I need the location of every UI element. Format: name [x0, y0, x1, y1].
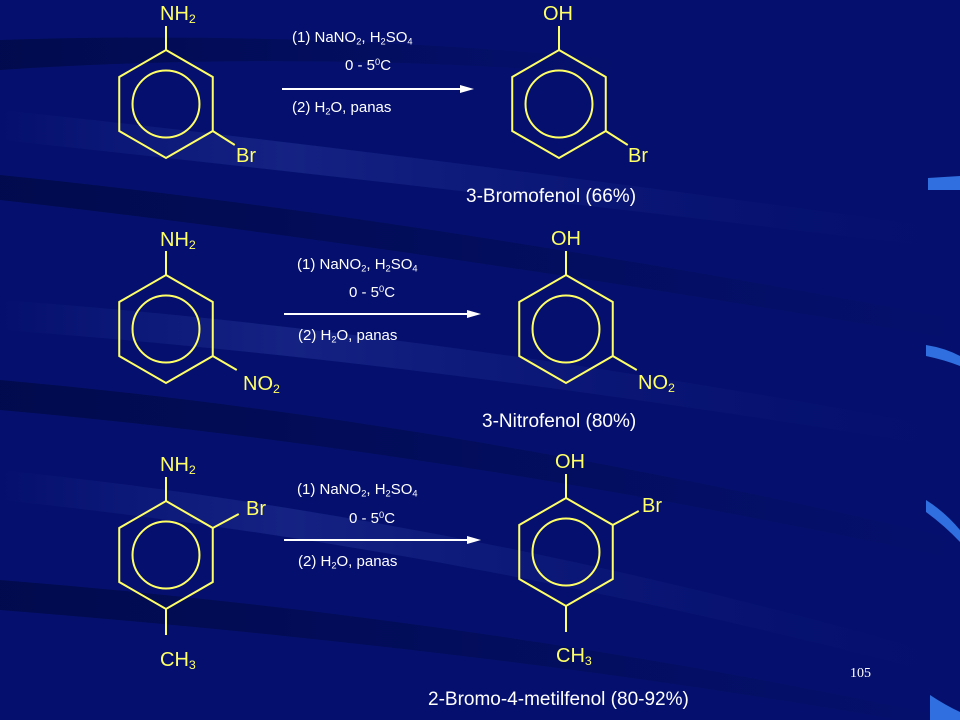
reaction-3-condition-1: (1) NaNO2, H2SO4 — [297, 481, 418, 499]
product-2-hydroxyl-label: OH — [551, 228, 581, 250]
reactant-1-ring-bond-bromo — [212, 130, 236, 146]
product-2-ring-aromatic-circle — [531, 294, 601, 364]
product-1-ring-bond-bromo — [605, 130, 629, 146]
product-3-methyl-label: CH3 — [556, 645, 592, 669]
product-3-name: 2-Bromo-4-metilfenol (80-92%) — [428, 689, 689, 710]
reactant-3-bromo-label: Br — [246, 498, 266, 520]
product-1-bromo-label: Br — [628, 145, 648, 167]
product-3-ring-aromatic-circle — [531, 517, 601, 587]
product-2-ring-bond-nitro — [612, 355, 638, 371]
product-2-ring-hexagon — [518, 273, 614, 385]
reaction-2-condition-1: (1) NaNO2, H2SO4 — [297, 256, 418, 274]
reactant-1-amine-label: NH2 — [160, 3, 196, 27]
product-2-nitro-label: NO2 — [638, 372, 675, 396]
product-3-ring-bond-bromo — [612, 510, 640, 526]
product-3-bromo-label: Br — [642, 495, 662, 517]
product-2-name: 3-Nitrofenol (80%) — [482, 411, 637, 432]
reactant-3-methyl-label: CH3 — [160, 649, 196, 673]
product-1-ring-hexagon — [511, 48, 607, 160]
reactant-2-amine-label: NH2 — [160, 229, 196, 253]
reaction-1-condition-1: (1) NaNO2, H2SO4 — [292, 29, 413, 47]
reaction-1-condition-2: (2) H2O, panas — [292, 99, 392, 117]
reactant-2-ring-aromatic-circle — [131, 294, 201, 364]
product-1-ring-aromatic-circle — [524, 69, 594, 139]
accent-swoosh-4 — [930, 695, 960, 720]
reactant-3-ring-aromatic-circle — [131, 520, 201, 590]
product-3-hydroxyl-label: OH — [555, 451, 585, 473]
product-1-name: 3-Bromofenol (66%) — [466, 186, 637, 207]
reaction-2-temperature: 0 - 50C — [349, 284, 396, 302]
reactant-1-ring-aromatic-circle — [131, 69, 201, 139]
reaction-1-arrow-head — [460, 85, 474, 93]
reaction-2-condition-2: (2) H2O, panas — [298, 327, 398, 345]
reactant-2-ring-bond-nitro — [212, 355, 238, 371]
reactant-3-amine-label: NH2 — [160, 454, 196, 478]
reaction-2-arrow-head — [467, 310, 481, 318]
reactant-2-nitro-label: NO2 — [243, 373, 280, 397]
reactant-3-ring-bond-bromo — [212, 513, 240, 529]
reaction-3-temperature: 0 - 50C — [349, 510, 396, 528]
accent-swoosh-2 — [926, 345, 960, 366]
accent-swoosh-3 — [926, 500, 960, 542]
accent-swoosh-1 — [928, 176, 960, 190]
reaction-3-condition-2: (2) H2O, panas — [298, 553, 398, 571]
reactant-2-ring-hexagon — [118, 273, 214, 385]
reaction-3-arrow-head — [467, 536, 481, 544]
reactant-1-bromo-label: Br — [236, 145, 256, 167]
reactant-1-ring-hexagon — [118, 48, 214, 160]
product-1-hydroxyl-label: OH — [543, 3, 573, 25]
reaction-1-temperature: 0 - 50C — [345, 57, 392, 75]
page-number: 105 — [850, 666, 871, 681]
